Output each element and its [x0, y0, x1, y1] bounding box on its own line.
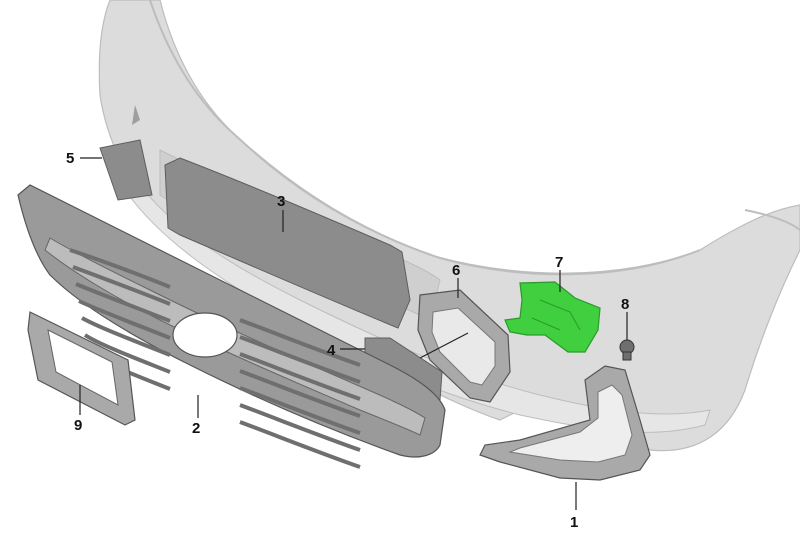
- grille-slat-right: [239, 386, 361, 435]
- callout-8: 8: [621, 296, 629, 313]
- grille-slat-right: [239, 335, 361, 384]
- part-1-lower-trim: [479, 365, 651, 481]
- grille-slat-left: [78, 299, 171, 340]
- grille-slat-right: [239, 352, 361, 401]
- leader-lines: [79, 157, 628, 510]
- grille-slat-left: [81, 316, 171, 357]
- callout-numbers: 1 2 3 4 5 6 7 8 9: [66, 150, 629, 531]
- callout-7: 7: [555, 254, 563, 271]
- part-9-plate-bracket: [27, 311, 136, 426]
- callout-4: 4: [327, 342, 336, 359]
- callout-6: 6: [452, 262, 460, 279]
- leader-4b: [419, 332, 469, 359]
- grille-slat-left: [69, 248, 171, 289]
- part-7-air-duct: [504, 281, 601, 353]
- grille-slat-right: [239, 318, 361, 367]
- grille-slat-left: [83, 333, 171, 374]
- grille-slat-right: [239, 369, 361, 418]
- part-8-clip: [619, 339, 635, 361]
- grille-slat-right: [239, 403, 361, 452]
- part-6-frame: [417, 289, 511, 403]
- callout-9: 9: [74, 417, 82, 434]
- callout-5: 5: [66, 150, 74, 167]
- grille-slat-left: [75, 282, 171, 323]
- part-2-grille: [17, 184, 446, 469]
- part-5-side-trim: [99, 139, 153, 201]
- callout-3: 3: [277, 193, 285, 210]
- callout-1: 1: [570, 514, 578, 531]
- part-3-trim-bar: [164, 157, 411, 329]
- callout-2: 2: [192, 420, 200, 437]
- grille-slat-left: [72, 265, 171, 306]
- grille-slat-right: [239, 420, 361, 469]
